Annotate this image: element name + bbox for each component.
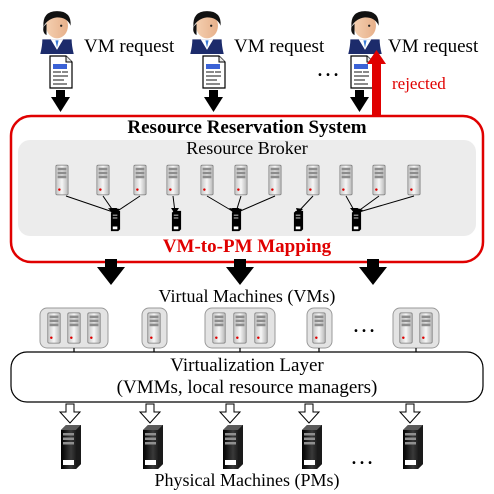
request-arrow	[204, 90, 223, 112]
virtualization-layer-title: Virtualization Layer	[170, 355, 324, 376]
vm-group	[204, 307, 276, 349]
user-figure	[348, 11, 382, 54]
vm-request-label: VM request	[234, 36, 325, 57]
deployment-arrows	[97, 259, 387, 285]
physical-machines-label: Physical Machines (PMs)	[154, 470, 340, 490]
rejected-label: rejected	[392, 74, 446, 93]
mapping-label: VM-to-PM Mapping	[162, 236, 332, 257]
resource-broker-label: Resource Broker	[186, 138, 308, 158]
vm-group	[141, 307, 168, 349]
vm-ellipsis: …	[352, 312, 376, 338]
virtual-machines-label: Virtual Machines (VMs)	[158, 286, 336, 306]
reservation-system-title: Resource Reservation System	[127, 117, 367, 138]
virtualization-layer-subtitle: (VMMs, local resource managers)	[116, 377, 378, 398]
vm-group	[392, 307, 440, 349]
vm-group	[39, 307, 109, 349]
users-ellipsis: …	[316, 56, 341, 82]
vm-connectors	[73, 348, 417, 352]
request-arrow	[350, 90, 369, 112]
virtualization-layer-box	[10, 351, 484, 403]
request-arrow	[51, 90, 70, 112]
user-figure	[40, 11, 74, 54]
pm-ellipsis: …	[350, 444, 374, 470]
request-document-icon	[49, 55, 73, 89]
rejected-arrow	[367, 50, 386, 115]
vm-request-label: VM request	[84, 36, 175, 57]
vm-request-label: VM request	[388, 36, 479, 57]
request-document-icon	[202, 55, 226, 89]
layer-to-pm-arrows	[58, 403, 422, 424]
user-figure	[190, 11, 224, 54]
vm-group	[306, 307, 333, 349]
